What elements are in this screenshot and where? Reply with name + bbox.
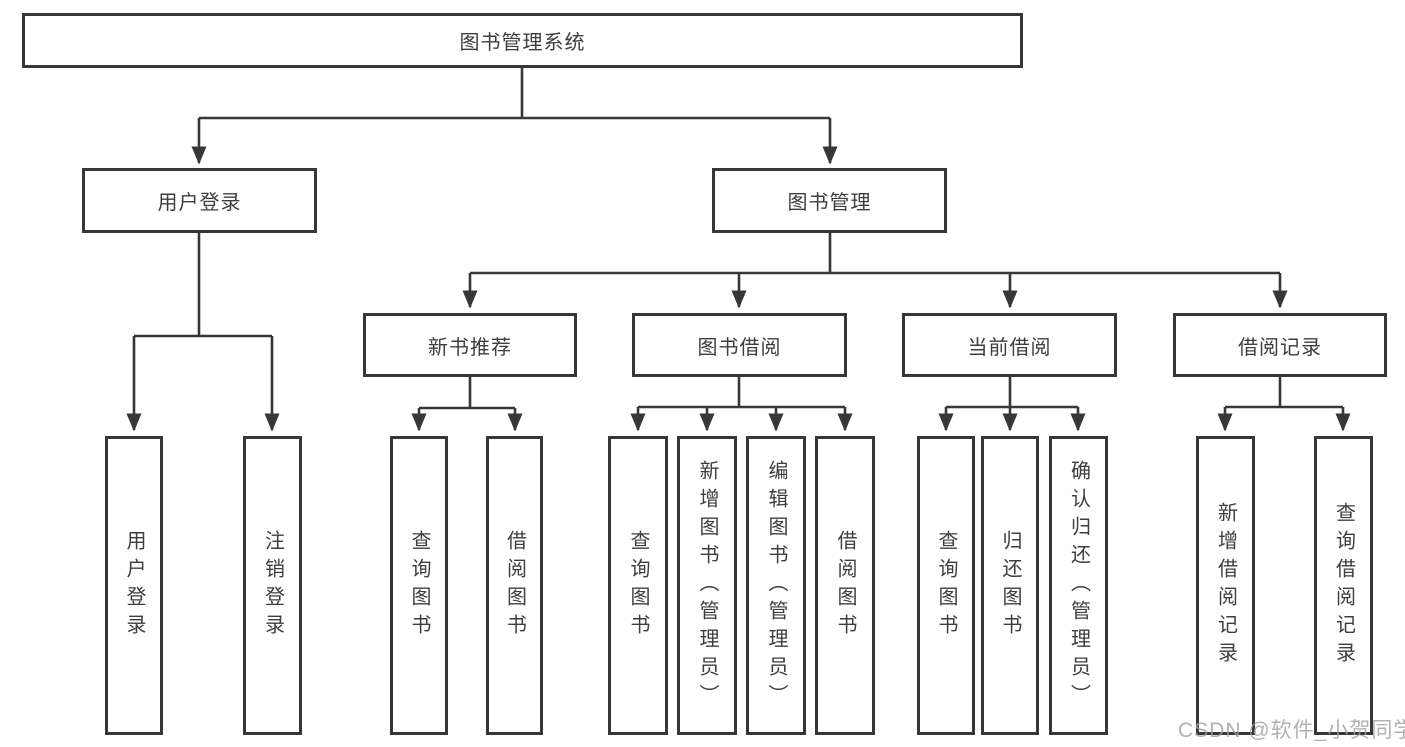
leaf-query-borrow-record: 查询借阅记录	[1314, 436, 1373, 735]
node-current-borrowing: 当前借阅	[902, 313, 1117, 377]
node-borrowing-records: 借阅记录	[1173, 313, 1387, 377]
leaf-query-books-1: 查询图书	[390, 436, 448, 735]
leaf-return-books: 归还图书	[981, 436, 1039, 735]
node-book-borrowing: 图书借阅	[632, 313, 847, 377]
leaf-user-login: 用户登录	[105, 436, 163, 735]
node-book-management: 图书管理	[712, 168, 947, 233]
leaf-edit-book-admin: 编辑图书（管理员）	[746, 436, 806, 735]
leaf-borrow-books-2: 借阅图书	[815, 436, 875, 735]
leaf-query-books-2: 查询图书	[608, 436, 668, 735]
leaf-query-books-3: 查询图书	[917, 436, 975, 735]
leaf-add-borrow-record: 新增借阅记录	[1196, 436, 1255, 735]
leaf-logout: 注销登录	[243, 436, 302, 735]
csdn-watermark: CSDN @软件_小贺同学	[1178, 719, 1405, 742]
node-user-login-branch: 用户登录	[82, 168, 317, 233]
node-new-book-recommendation: 新书推荐	[363, 313, 577, 377]
leaf-add-book-admin: 新增图书（管理员）	[677, 436, 737, 735]
branch-lines	[134, 68, 1343, 410]
leaf-borrow-books-1: 借阅图书	[486, 436, 543, 735]
node-root: 图书管理系统	[22, 13, 1023, 68]
leaf-confirm-return-admin: 确认归还（管理员）	[1049, 436, 1108, 735]
